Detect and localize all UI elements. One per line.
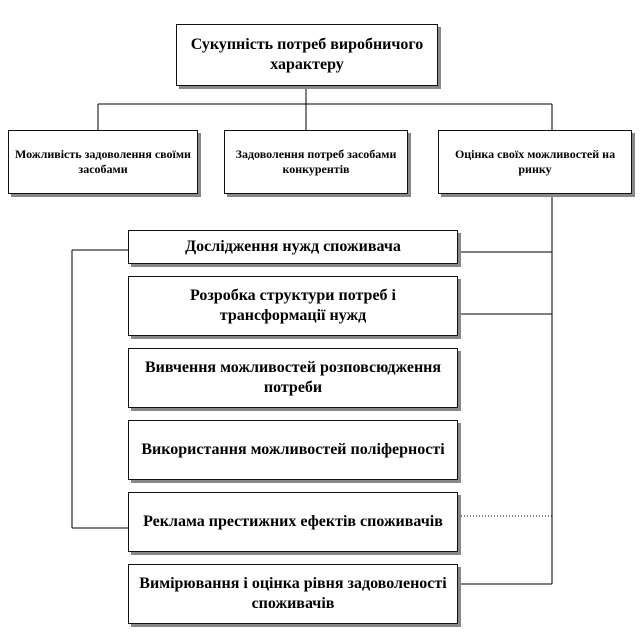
step-node-label: Використання можливостей поліферності: [141, 441, 445, 458]
step-node-label: Вивчення можливостей розповсюдження потр…: [144, 359, 442, 396]
root-node: Сукупність потреб виробничого характеру: [176, 24, 438, 86]
branch-node-market-assessment: Оцінка своїх можливостей на ринку: [438, 130, 632, 194]
step-node-2: Розробка структури потреб і трансформаці…: [128, 276, 458, 336]
step-node-label: Вимірювання і оцінка рівня задоволеності…: [139, 575, 447, 612]
step-node-3: Вивчення можливостей розповсюдження потр…: [128, 348, 458, 408]
root-node-label: Сукупність потреб виробничого характеру: [190, 36, 424, 73]
step-node-4: Використання можливостей поліферності: [128, 420, 458, 480]
branch-node-own-means: Можливість задоволення своїми засобами: [8, 130, 198, 194]
step-node-6: Вимірювання і оцінка рівня задоволеності…: [128, 564, 458, 624]
branch-node-competitors: Задоволення потреб засобами конкурентів: [224, 130, 408, 194]
branch-node-label: Задоволення потреб засобами конкурентів: [235, 147, 397, 176]
step-node-label: Розробка структури потреб і трансформаці…: [189, 287, 396, 324]
step-node-label: Реклама престижних ефектів споживачів: [143, 513, 443, 530]
step-node-5: Реклама престижних ефектів споживачів: [128, 492, 458, 552]
step-node-label: Дослідження нужд споживача: [185, 238, 401, 255]
step-node-1: Дослідження нужд споживача: [128, 230, 458, 264]
branch-node-label: Оцінка своїх можливостей на ринку: [454, 147, 616, 176]
branch-node-label: Можливість задоволення своїми засобами: [15, 147, 191, 176]
